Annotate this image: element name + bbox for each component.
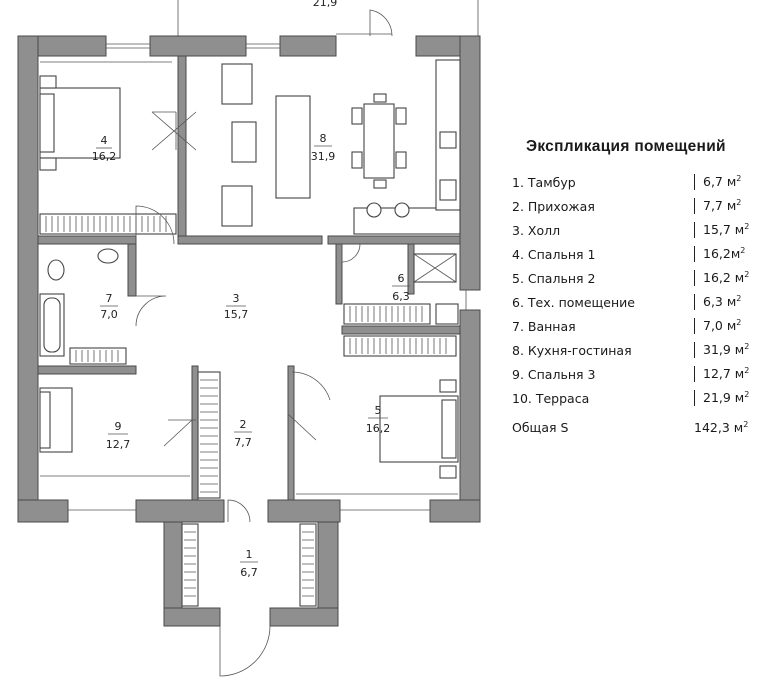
legend-room-name: 9. Спальня 3 — [512, 366, 596, 382]
room-label-8: 8 31,9 — [311, 132, 336, 163]
legend-room-area: 6,7 м2 — [694, 174, 741, 190]
room-label-1: 1 6,7 — [240, 548, 258, 579]
svg-text:4: 4 — [101, 134, 108, 147]
legend-title: Экспликация помещений — [526, 138, 726, 155]
room-label-9: 9 12,7 — [106, 420, 131, 451]
legend-room-area: 16,2м2 — [694, 246, 745, 262]
svg-text:6,7: 6,7 — [240, 566, 258, 579]
legend-room-area: 31,9 м2 — [694, 342, 749, 358]
svg-text:7,7: 7,7 — [234, 436, 252, 449]
bedroom-3-furniture — [39, 387, 190, 477]
legend-room-area: 7,7 м2 — [694, 198, 741, 214]
legend-row: 5. Спальня 2 16,2 м2 — [512, 266, 757, 290]
legend-row: 8. Кухня-гостиная 31,9 м2 — [512, 338, 757, 362]
legend-row: 7. Ванная 7,0 м2 — [512, 314, 757, 338]
room-label-3: 3 15,7 — [224, 292, 249, 321]
legend-room-name: 4. Спальня 1 — [512, 246, 596, 262]
legend-room-area: 16,2 м2 — [694, 270, 749, 286]
legend-row: 2. Прихожая 7,7 м2 — [512, 194, 757, 218]
inner-walls — [37, 55, 461, 501]
windows — [68, 43, 467, 511]
wardrobes — [39, 213, 457, 607]
svg-text:2: 2 — [240, 418, 247, 431]
legend-row: 1. Тамбур 6,7 м2 — [512, 170, 757, 194]
legend-total: Общая S 142,3 м2 — [512, 420, 757, 435]
living-furniture — [221, 59, 461, 235]
svg-text:12,7: 12,7 — [106, 438, 131, 451]
terrace-outline — [177, 0, 479, 37]
legend-room-name: 2. Прихожая — [512, 198, 595, 214]
doors — [135, 111, 361, 677]
svg-text:7: 7 — [106, 292, 113, 305]
legend-room-name: 6. Тех. помещение — [512, 294, 635, 310]
room-label-7: 7 7,0 — [100, 292, 118, 321]
bedroom-2-furniture — [296, 379, 459, 495]
svg-text:9: 9 — [115, 420, 122, 433]
legend-row: 9. Спальня 3 12,7 м2 — [512, 362, 757, 386]
legend-room-area: 15,7 м2 — [694, 222, 749, 238]
legend-room-name: 5. Спальня 2 — [512, 270, 596, 286]
svg-text:7,0: 7,0 — [100, 308, 118, 321]
legend-row: 4. Спальня 1 16,2м2 — [512, 242, 757, 266]
total-label: Общая S — [512, 420, 569, 435]
legend-room-area: 12,7 м2 — [694, 366, 749, 382]
svg-text:31,9: 31,9 — [311, 150, 336, 163]
svg-text:8: 8 — [320, 132, 327, 145]
legend-room-name: 3. Холл — [512, 222, 561, 238]
room-label-5: 5 16,2 — [366, 404, 391, 435]
room-label-6: 6 6,3 — [392, 272, 410, 303]
legend-room-area: 21,9 м2 — [694, 390, 749, 406]
legend-row: 3. Холл 15,7 м2 — [512, 218, 757, 242]
legend-room-name: 7. Ванная — [512, 318, 576, 334]
svg-text:1: 1 — [246, 548, 253, 561]
room-legend: Экспликация помещений 1. Тамбур 6,7 м2 2… — [512, 138, 757, 435]
svg-text:6: 6 — [398, 272, 405, 285]
terrace-area-label: 21,9 — [313, 0, 338, 9]
legend-room-area: 7,0 м2 — [694, 318, 741, 334]
total-value: 142,3 м2 — [694, 420, 749, 436]
floor-plan: 21,9 — [17, 0, 481, 677]
legend-room-name: 8. Кухня-гостиная — [512, 342, 632, 358]
legend-row: 10. Терраса 21,9 м2 — [512, 386, 757, 410]
tech-room-furniture — [413, 253, 459, 325]
legend-room-name: 10. Терраса — [512, 390, 590, 406]
svg-text:16,2: 16,2 — [366, 422, 391, 435]
bathroom-furniture — [39, 248, 119, 357]
svg-text:5: 5 — [375, 404, 382, 417]
legend-room-name: 1. Тамбур — [512, 174, 576, 190]
bedroom-1-furniture — [39, 61, 172, 171]
room-label-4: 4 16,2 — [92, 134, 117, 163]
svg-text:6,3: 6,3 — [392, 290, 410, 303]
legend-room-area: 6,3 м2 — [694, 294, 741, 310]
room-label-2: 2 7,7 — [234, 418, 252, 449]
svg-text:3: 3 — [233, 292, 240, 305]
outer-walls — [17, 35, 481, 627]
legend-row: 6. Тех. помещение 6,3 м2 — [512, 290, 757, 314]
svg-text:15,7: 15,7 — [224, 308, 249, 321]
svg-text:16,2: 16,2 — [92, 150, 117, 163]
